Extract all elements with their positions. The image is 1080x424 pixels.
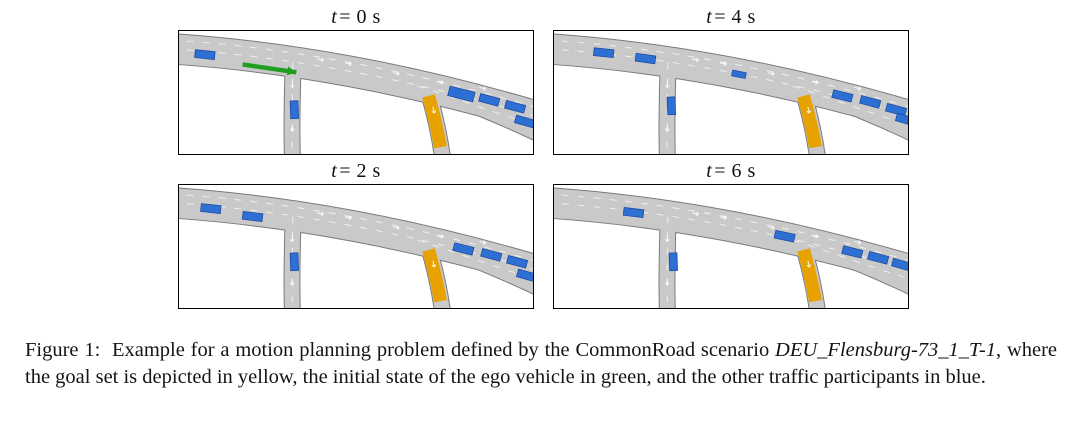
panel-t2: t= 2 s	[178, 158, 534, 309]
time-value: = 2 s	[339, 160, 381, 182]
time-variable: t	[706, 160, 713, 182]
scenario-name: DEU_Flensburg-73_1_T-1	[775, 338, 996, 361]
panel-t0: t= 0 s	[178, 4, 534, 155]
scenario-plot-t2	[178, 184, 534, 309]
scenario-plot-t6	[553, 184, 909, 309]
scenario-map-t6	[554, 187, 908, 308]
scenario-map-t2	[179, 187, 533, 308]
figure-label: Figure 1:	[25, 338, 101, 361]
panel-title-t4: t= 4 s	[553, 4, 909, 30]
scenario-map-t4	[554, 33, 908, 154]
scenario-map-t0	[179, 33, 533, 154]
time-variable: t	[331, 6, 338, 28]
figure-caption: Figure 1: Example for a motion planning …	[25, 337, 1057, 391]
scenario-plot-t0	[178, 30, 534, 155]
time-value: = 6 s	[714, 160, 756, 182]
panel-t6: t= 6 s	[553, 158, 909, 309]
time-variable: t	[331, 160, 338, 182]
panel-title-t0: t= 0 s	[178, 4, 534, 30]
panel-t4: t= 4 s	[553, 4, 909, 155]
panel-title-t2: t= 2 s	[178, 158, 534, 184]
scenario-panels-grid: t= 0 s t= 4 s t= 2 s t= 6 s	[178, 4, 909, 309]
panel-title-t6: t= 6 s	[553, 158, 909, 184]
scenario-plot-t4	[553, 30, 909, 155]
caption-text-before: Example for a motion planning problem de…	[111, 338, 770, 361]
time-value: = 0 s	[339, 6, 381, 28]
time-variable: t	[706, 6, 713, 28]
caption-text-after: , where the goal set is depicted in yell…	[25, 338, 1058, 388]
time-value: = 4 s	[714, 6, 756, 28]
